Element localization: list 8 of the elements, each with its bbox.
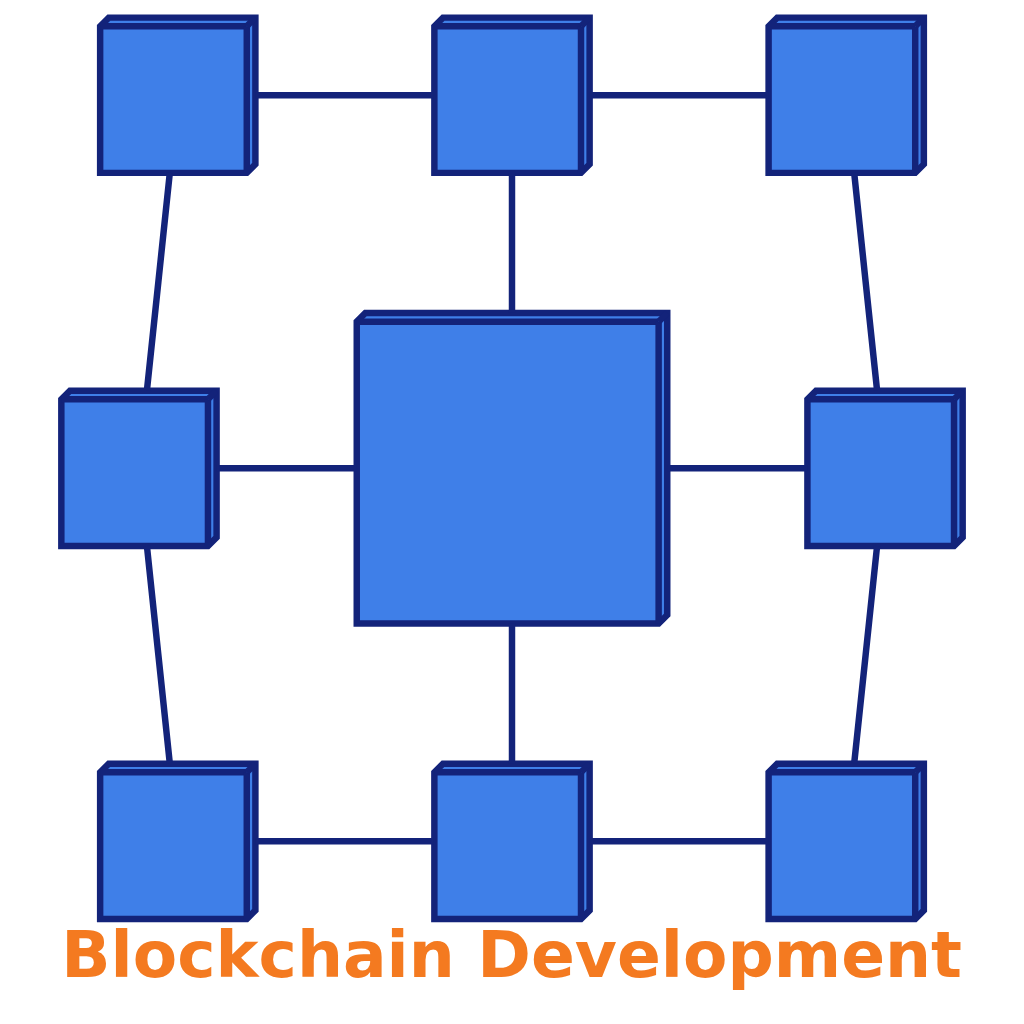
connector <box>667 464 807 472</box>
connector <box>589 837 769 845</box>
connector <box>255 91 434 98</box>
connector <box>508 623 516 763</box>
connector <box>216 464 357 472</box>
caption: Blockchain Development <box>61 916 962 992</box>
connector <box>589 91 769 98</box>
connector <box>255 837 434 845</box>
